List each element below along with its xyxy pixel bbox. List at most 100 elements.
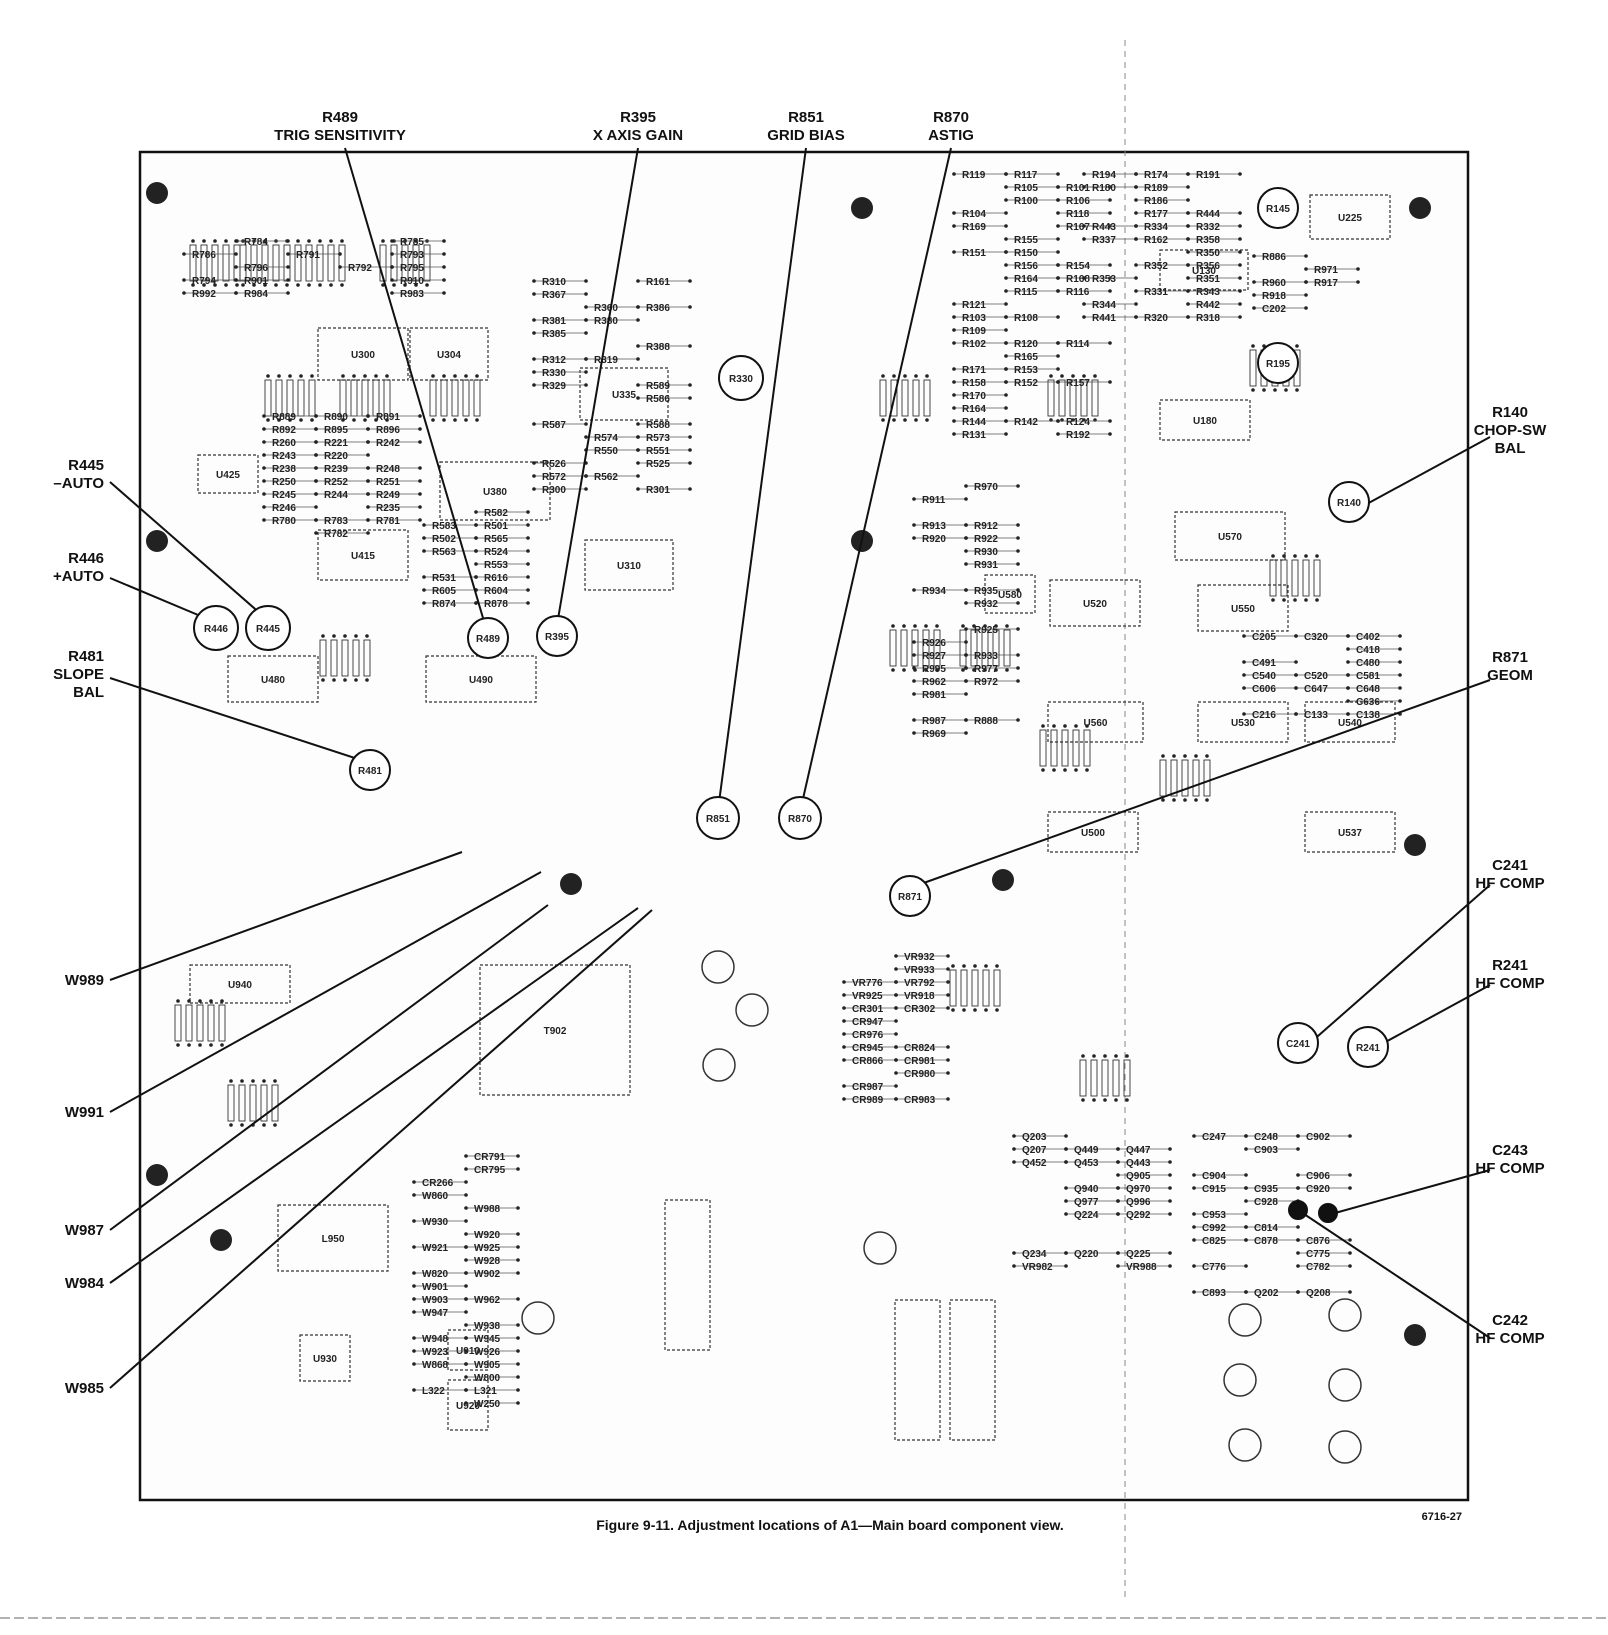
pad xyxy=(453,374,457,378)
pad xyxy=(366,466,370,470)
component-label: R260 xyxy=(272,438,296,449)
pad xyxy=(234,278,238,282)
pad xyxy=(1242,660,1246,664)
pad xyxy=(1134,198,1138,202)
ic-outline xyxy=(984,574,1036,614)
resistor-vertical xyxy=(174,1004,182,1042)
component-label: W962 xyxy=(474,1295,501,1306)
pad xyxy=(912,731,916,735)
ic-outline xyxy=(227,655,319,703)
pad xyxy=(1296,1186,1300,1190)
pad xyxy=(688,279,692,283)
pad xyxy=(1398,686,1402,690)
pad xyxy=(636,461,640,465)
left-callouts: R445 –AUTO R446 +AUTO R481 SLOPE BAL W98… xyxy=(53,457,105,1397)
jumper-w989: W989 xyxy=(65,972,104,989)
component-label: C953 xyxy=(1202,1210,1226,1221)
pad xyxy=(1064,1186,1068,1190)
pot-r395[interactable] xyxy=(536,615,578,657)
pad xyxy=(892,374,896,378)
pad xyxy=(354,634,358,638)
component-label: R337 xyxy=(1092,235,1116,246)
pad xyxy=(912,588,916,592)
component-label: VR933 xyxy=(904,965,935,976)
ic-label: U570 xyxy=(1218,532,1242,543)
pad xyxy=(1186,185,1190,189)
pad xyxy=(1134,302,1138,306)
pad xyxy=(262,518,266,522)
pot-r140[interactable] xyxy=(1328,481,1370,523)
pad xyxy=(1092,1098,1096,1102)
component-label: R165 xyxy=(1014,352,1038,363)
pad xyxy=(366,414,370,418)
pad xyxy=(584,318,588,322)
ic-label: L950 xyxy=(322,1234,345,1245)
component-label: R156 xyxy=(1014,261,1038,272)
pad xyxy=(1242,634,1246,638)
component-label: R167 xyxy=(1066,222,1090,233)
resistor-vertical xyxy=(1123,1059,1131,1097)
ic-outline xyxy=(1049,579,1141,627)
component-label: R442 xyxy=(1196,300,1220,311)
callout-r140-function2: BAL xyxy=(1495,440,1526,457)
component-label: R312 xyxy=(542,355,566,366)
component-label: R878 xyxy=(484,599,508,610)
pad xyxy=(422,575,426,579)
pot-c243[interactable] xyxy=(1318,1203,1338,1223)
pot-r871[interactable] xyxy=(889,875,931,917)
pad xyxy=(366,427,370,431)
pot-c241[interactable] xyxy=(1277,1022,1319,1064)
mounting-hole xyxy=(1409,197,1431,219)
pot-r481[interactable] xyxy=(349,749,391,791)
pot-label: R871 xyxy=(898,892,922,903)
pad xyxy=(286,291,290,295)
pad xyxy=(1304,254,1308,258)
pot-r241[interactable] xyxy=(1347,1026,1389,1068)
pad xyxy=(464,1362,468,1366)
pad xyxy=(1052,724,1056,728)
pad xyxy=(636,279,640,283)
pad xyxy=(1315,598,1319,602)
component-label: R103 xyxy=(962,313,986,324)
component-label: R934 xyxy=(922,586,946,597)
component-label: R332 xyxy=(1196,222,1220,233)
pad xyxy=(296,239,300,243)
pad xyxy=(1242,712,1246,716)
ic-outline xyxy=(1047,811,1139,853)
pad xyxy=(1064,1160,1068,1164)
pad xyxy=(952,341,956,345)
pad xyxy=(1284,388,1288,392)
pad xyxy=(532,370,536,374)
component-label: R793 xyxy=(400,250,424,261)
pad xyxy=(1348,1290,1352,1294)
component-label: C216 xyxy=(1252,710,1276,721)
pad xyxy=(964,549,968,553)
pot-r445[interactable] xyxy=(245,605,291,651)
pad xyxy=(1056,432,1060,436)
component-label: Q224 xyxy=(1074,1210,1099,1221)
pad xyxy=(516,1245,520,1249)
pad xyxy=(1356,280,1360,284)
pot-r870[interactable] xyxy=(778,796,822,840)
jumper-w984: W984 xyxy=(65,1275,105,1292)
pad xyxy=(464,1206,468,1210)
pot-c242[interactable] xyxy=(1288,1200,1308,1220)
component-label: C247 xyxy=(1202,1132,1226,1143)
component-label: R174 xyxy=(1144,170,1168,181)
pad xyxy=(951,964,955,968)
pot-r851[interactable] xyxy=(696,796,740,840)
pot-r489[interactable] xyxy=(467,617,509,659)
pad xyxy=(891,668,895,672)
pad xyxy=(1238,302,1242,306)
pad xyxy=(390,291,394,295)
pad xyxy=(952,211,956,215)
component-label: R605 xyxy=(432,586,456,597)
pad xyxy=(636,435,640,439)
component-label: R142 xyxy=(1014,417,1038,428)
pad xyxy=(584,331,588,335)
pad xyxy=(1304,293,1308,297)
pad xyxy=(1296,1173,1300,1177)
pad xyxy=(176,1043,180,1047)
pad xyxy=(374,374,378,378)
pot-r446[interactable] xyxy=(193,605,239,651)
